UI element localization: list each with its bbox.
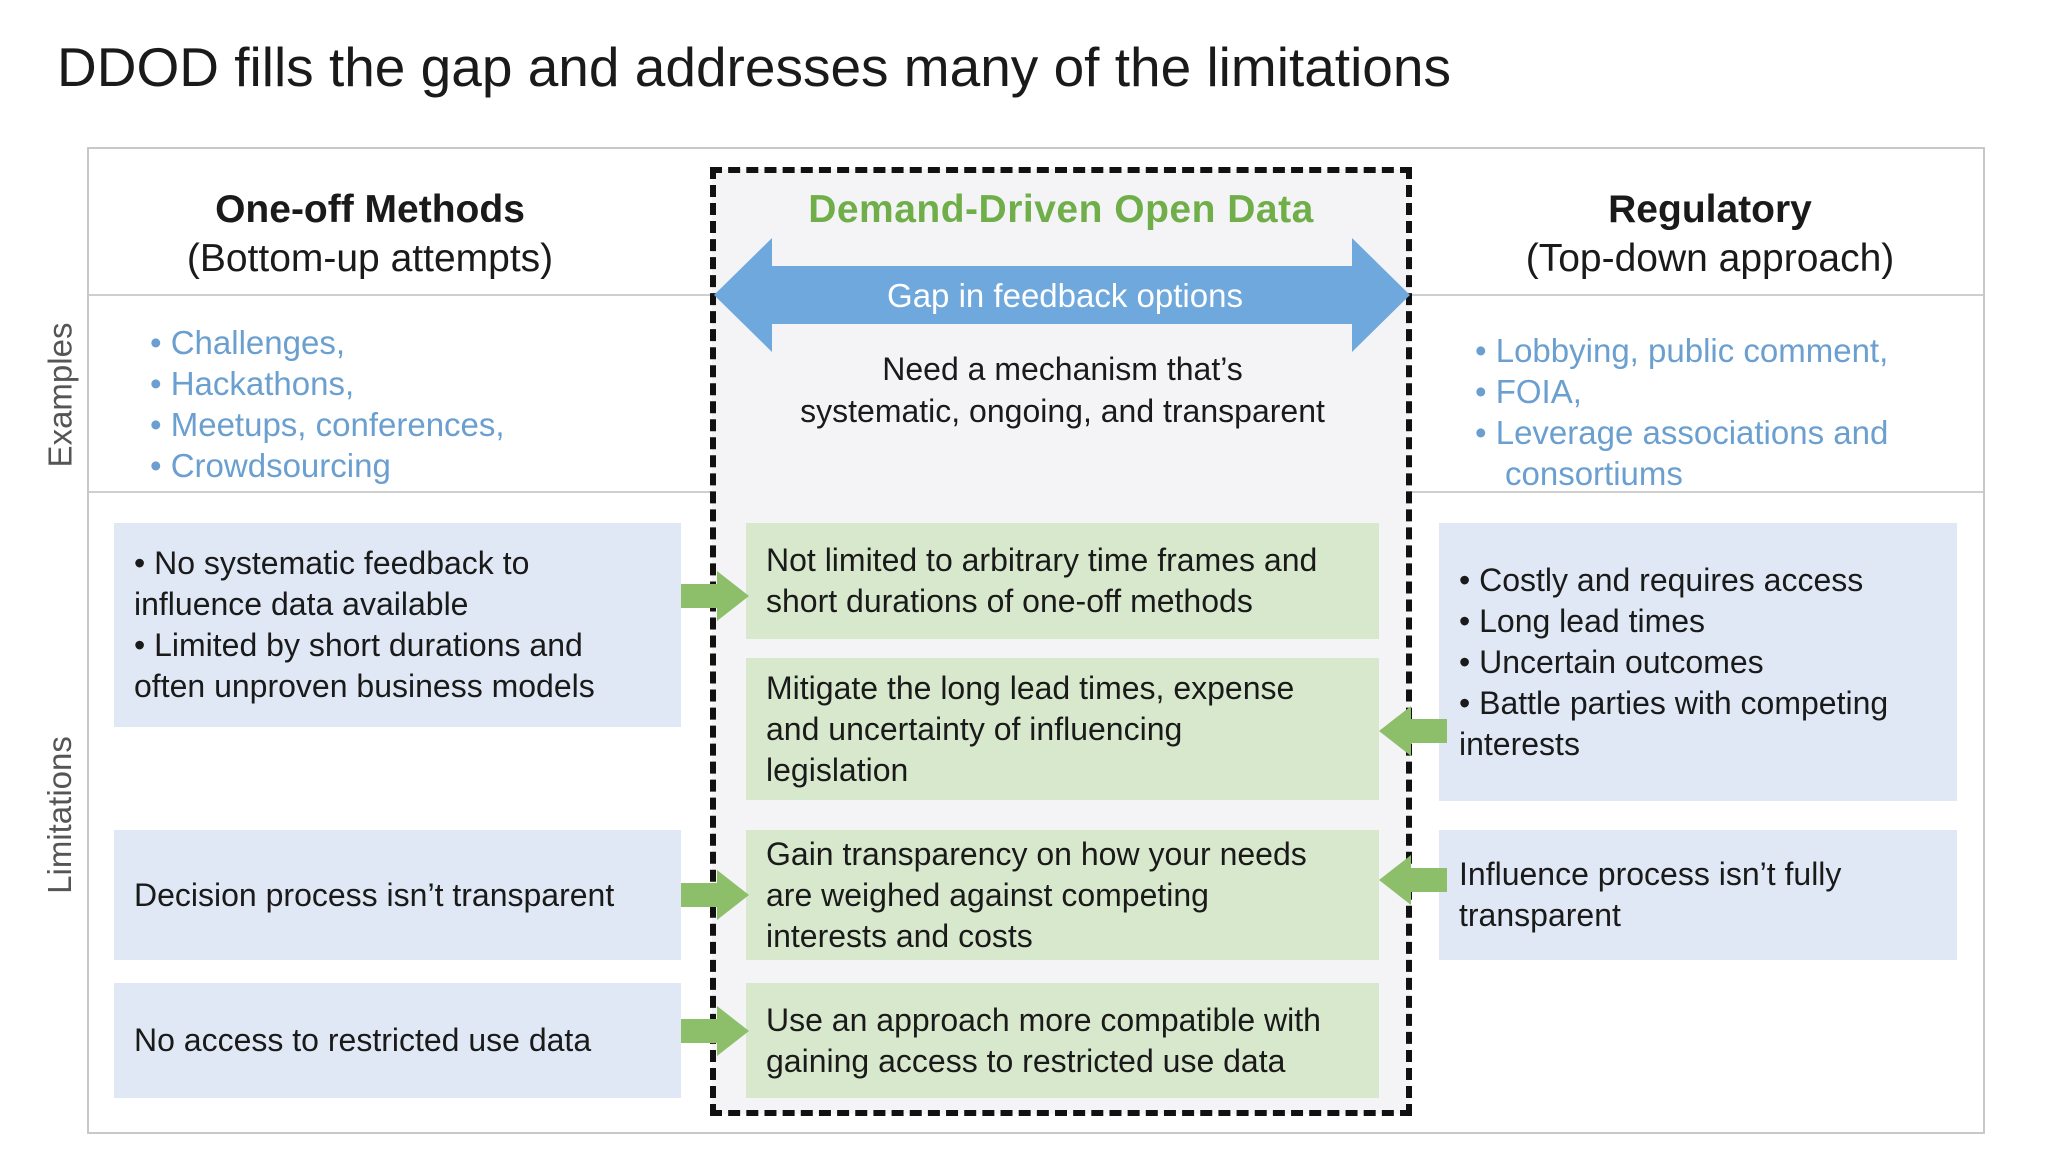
row-label-examples: Examples [41,322,79,468]
box-line: • Limited by short durations and [134,627,583,663]
box-line: transparent [1459,897,1621,933]
list-item: • Hackathons, [150,365,355,402]
box-line: legislation [766,751,909,788]
box-line: • No systematic feedback to [134,545,530,581]
right-column-title: Regulatory [1608,188,1812,231]
list-item: • Challenges, [150,324,346,361]
row-label-limitations: Limitations [41,736,79,894]
ddod-benefit-box: Not limited to arbitrary time frames and… [746,523,1379,639]
left-column-header: One-off Methods (Bottom-up attempts) [110,185,630,283]
right-arrow-icon [681,571,749,621]
left-limitation-box: Decision process isn’t transparent [114,830,681,960]
right-column-subtitle: (Top-down approach) [1525,237,1895,280]
ddod-benefit-box: Gain transparency on how your needs are … [746,830,1379,960]
box-line: • Uncertain outcomes [1459,643,1764,680]
box-line: and uncertainty of influencing [766,710,1183,747]
right-arrow-icon [681,1006,749,1056]
box-line: • Long lead times [1459,602,1706,639]
box-line: No access to restricted use data [134,1022,592,1058]
box-line: are weighed against competing [766,876,1209,913]
box-line: Gain transparency on how your needs [766,835,1307,872]
right-limitation-box: • Costly and requires access • Long lead… [1439,523,1957,801]
right-column-header: Regulatory (Top-down approach) [1440,185,1980,283]
right-examples-list: • Lobbying, public comment, • FOIA, • Le… [1475,330,1888,494]
box-line: interests and costs [766,917,1033,954]
box-line: gaining access to restricted use data [766,1042,1286,1079]
center-column-dashed-border [710,167,1412,1116]
list-item: consortiums [1505,455,1683,492]
box-line: Use an approach more compatible with [766,1001,1321,1038]
box-line: Influence process isn’t fully [1459,856,1842,892]
list-item: • Leverage associations and [1475,414,1889,451]
left-arrow-icon [1379,706,1447,756]
gap-double-arrow-icon [714,238,1410,352]
box-line: Mitigate the long lead times, expense [766,669,1295,706]
ddod-benefit-box: Mitigate the long lead times, expense an… [746,658,1379,800]
left-column-subtitle: (Bottom-up attempts) [186,237,554,280]
box-line: • Battle parties with competing [1459,684,1889,721]
box-line: influence data available [134,586,469,622]
left-limitation-box: • No systematic feedback to influence da… [114,523,681,727]
list-item: • FOIA, [1475,373,1582,410]
center-column-title: Demand-Driven Open Data [808,188,1314,231]
table-frame [87,147,1985,1134]
list-item: • Crowdsourcing [150,447,391,484]
right-arrow-icon [681,870,749,920]
ddod-benefit-box: Use an approach more compatible with gai… [746,983,1379,1098]
list-item: • Meetups, conferences, [150,406,505,443]
right-limitation-box: Influence process isn’t fully transparen… [1439,830,1957,960]
box-line: interests [1459,725,1580,762]
box-line: • Costly and requires access [1459,561,1864,598]
left-limitation-box: No access to restricted use data [114,983,681,1098]
left-arrow-icon [1379,855,1447,905]
box-line: Not limited to arbitrary time frames and [766,542,1318,578]
list-item: • Lobbying, public comment, [1475,332,1889,369]
need-line-2: systematic, ongoing, and transparent [800,393,1325,429]
box-line: often unproven business models [134,668,595,704]
need-line-1: Need a mechanism that’s [882,351,1243,387]
box-line: short durations of one-off methods [766,583,1253,619]
mechanism-need-text: Need a mechanism that’s systematic, ongo… [740,348,1385,432]
slide-title: DDOD fills the gap and addresses many of… [57,36,1451,98]
left-examples-list: • Challenges, • Hackathons, • Meetups, c… [150,322,505,486]
left-column-title: One-off Methods [215,188,525,231]
box-line: Decision process isn’t transparent [134,876,615,913]
gap-label: Gap in feedback options [887,277,1243,314]
